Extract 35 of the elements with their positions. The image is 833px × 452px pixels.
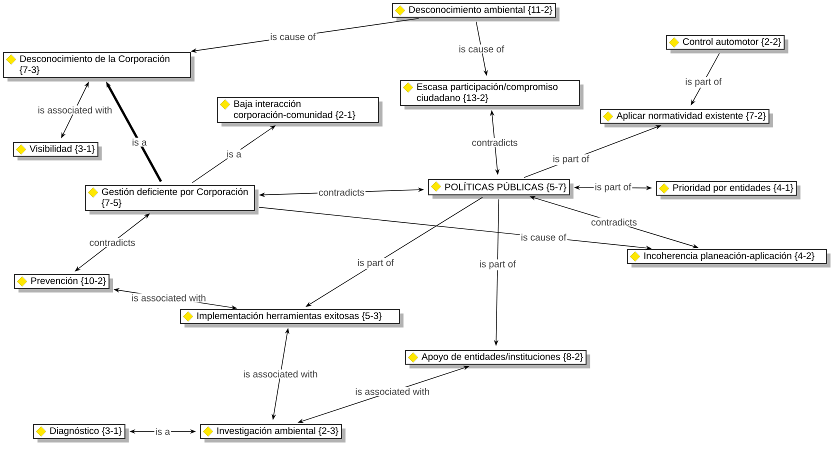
- edge-label: is associated with: [38, 106, 112, 114]
- edge-label: is associated with: [132, 294, 206, 302]
- edge-label: is associated with: [356, 388, 430, 395]
- code-box: Aplicar normatividad existente {7-2}: [600, 109, 773, 128]
- code-box: Escasa participación/compromiso ciudadano {13-2}: [400, 80, 584, 110]
- edge-label: contradicts: [472, 139, 518, 146]
- edge-label: is a: [227, 150, 242, 158]
- code-box: Apoyo de entidades/instituciones {8-2}: [405, 350, 590, 368]
- code-box: Control automotor {2-2}: [666, 35, 788, 54]
- code-box: POLÍTICAS PÚBLICAS {5-7}: [428, 179, 574, 199]
- code-box: Prioridad por entidades {4-1}: [656, 181, 800, 200]
- code-box: Incoherencia planeación-aplicación {4-2}: [627, 249, 830, 268]
- code-box: Desconocimiento de la Corporación {7-3}: [3, 52, 194, 82]
- edge-label: contradicts: [90, 239, 135, 246]
- code-box: Implementación herramientas exitosas {5-3}: [180, 309, 404, 328]
- code-box: Prevención {10-2}: [14, 274, 114, 292]
- code-box: Investigación ambiental {2-3}: [200, 424, 346, 442]
- edge-label: is part of: [358, 259, 394, 268]
- edge-label: is associated with: [244, 370, 318, 378]
- code-box: Gestión deficiente por Corporación {7-5}: [85, 185, 258, 214]
- edge-label: is cause of: [522, 234, 566, 241]
- code-box: Visibilidad {3-1}: [13, 142, 102, 160]
- edge-label: contradicts: [318, 188, 364, 196]
- code-box: Baja interacción corporación-comunidad {2-1}: [217, 97, 382, 126]
- edge-label: is part of: [480, 260, 516, 270]
- edge-label: contradicts: [591, 218, 637, 226]
- edge-label: is cause of: [459, 45, 504, 52]
- edge-label: is a: [156, 428, 170, 435]
- edge-label: is part of: [686, 78, 722, 87]
- code-box: Desconocimiento ambiental {11-2}: [392, 3, 560, 22]
- edge-label: is part of: [553, 155, 590, 164]
- edge-label: is cause of: [270, 33, 316, 40]
- code-box: Diagnóstico {3-1}: [33, 424, 129, 442]
- edge-label: is part of: [595, 183, 632, 192]
- edge-label: is a: [132, 138, 147, 146]
